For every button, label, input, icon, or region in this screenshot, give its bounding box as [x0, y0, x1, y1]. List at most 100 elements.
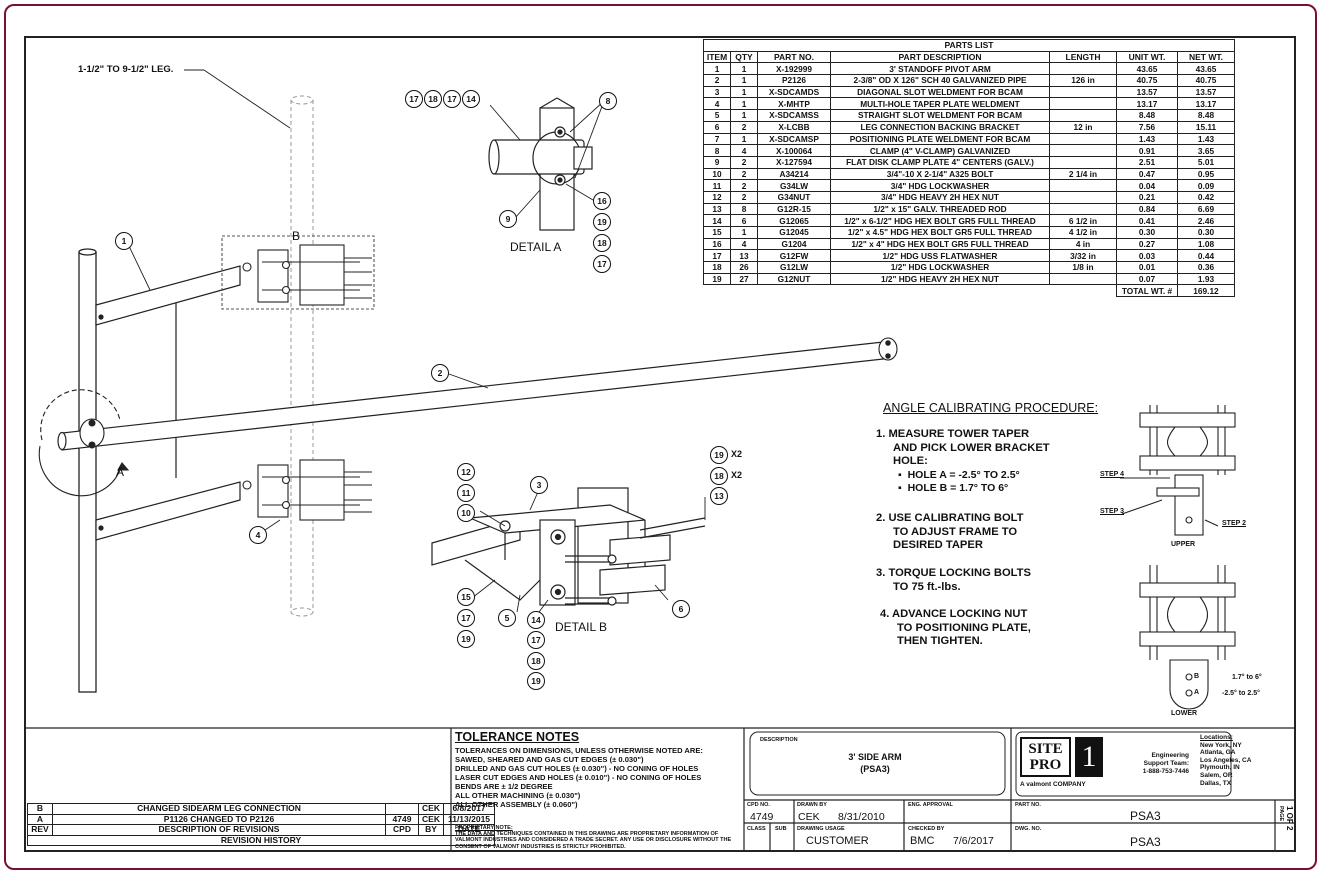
- side-a-label: A: [1194, 689, 1200, 696]
- parts-cell: G34NUT: [757, 190, 831, 204]
- tower-leg: [78, 248, 97, 693]
- sitepro-logo: SITE PRO: [1020, 737, 1071, 777]
- leg-note: 1-1/2" TO 9-1/2" LEG.: [78, 64, 174, 75]
- parts-cell: 0.42: [1177, 190, 1235, 204]
- balloon-3: 3: [530, 476, 548, 494]
- drawing-usage-label: DRAWING USAGE: [797, 826, 845, 832]
- parts-list-table: PARTS LIST ITEM QTY PART NO. PART DESCRI…: [703, 39, 1235, 298]
- parts-cell: 0.84: [1116, 202, 1178, 216]
- balloon-8: 8: [599, 92, 617, 110]
- revision-cell: 6/8/2017: [443, 803, 495, 815]
- drawn-by-label: DRAWN BY: [797, 802, 827, 808]
- revision-cell: CHANGED SIDEARM LEG CONNECTION: [52, 803, 386, 815]
- side-view-upper: [1120, 405, 1236, 536]
- balloon-19: 19: [527, 672, 545, 690]
- step2-label: STEP 2: [1222, 520, 1246, 527]
- parts-cell: 1.08: [1177, 237, 1235, 251]
- total-weight-label: TOTAL WT. #: [1116, 284, 1178, 298]
- upper-arm: [95, 265, 241, 326]
- revision-cell: CEK: [418, 813, 444, 825]
- step2-line2: TO ADJUST FRAME TO: [893, 525, 1018, 538]
- upper-label: UPPER: [1171, 541, 1196, 548]
- step1-line2: AND PICK LOWER BRACKET: [893, 441, 1050, 454]
- parts-cell: 1/2" x 15" GALV. THREADED ROD: [830, 202, 1050, 216]
- balloon-12: 12: [457, 463, 475, 481]
- upper-bracket: [221, 235, 375, 310]
- step4-line3: THEN TIGHTEN.: [897, 635, 983, 647]
- parts-cell: X-SDCAMSP: [757, 132, 831, 146]
- balloon-14: 14: [527, 611, 545, 629]
- lower-arm: [95, 481, 241, 541]
- tolerance-line-6: ALL OTHER MACHINING (± 0.030"): [455, 791, 581, 800]
- eng-line-2: Support Team:: [1143, 760, 1189, 767]
- location-4: Plymouth, IN: [1200, 764, 1240, 772]
- location-3: Los Angeles, CA: [1200, 756, 1252, 764]
- parts-cell: 1.43: [1177, 132, 1235, 146]
- col-length: LENGTH: [1049, 50, 1117, 64]
- description-label: DESCRIPTION: [760, 737, 798, 743]
- lower-bracket: [242, 459, 372, 521]
- parts-cell: 12: [703, 190, 731, 204]
- parts-cell: G1204: [757, 237, 831, 251]
- parts-list-title: PARTS LIST: [703, 39, 1235, 52]
- locations-list: Locations: New York, NY Atlanta, GA Los …: [1200, 734, 1251, 787]
- balloon-17: 17: [457, 609, 475, 627]
- parts-cell: G12R-15: [757, 202, 831, 216]
- tolerance-title: TOLERANCE NOTES: [455, 730, 580, 744]
- step3-line1: 3. TORQUE LOCKING BOLTS: [876, 567, 1031, 579]
- procedure-step-3: 3. TORQUE LOCKING BOLTS TO 75 ft.-lbs.: [876, 567, 1031, 594]
- parts-cell: FLAT DISK CLAMP PLATE 4" CENTERS (GALV.): [830, 155, 1050, 169]
- rev-col-rev: REV: [27, 824, 53, 836]
- parts-cell: 0.41: [1116, 214, 1178, 227]
- parts-cell: 14: [703, 214, 731, 227]
- parts-cell: 6.69: [1177, 202, 1235, 216]
- description-line-1: 3' SIDE ARM: [848, 752, 902, 762]
- balloon-17: 17: [527, 631, 545, 649]
- tolerance-line-3: DRILLED AND GAS CUT HOLES (± 0.030") - N…: [455, 764, 699, 773]
- balloon-17: 17: [443, 90, 461, 108]
- balloon-19: 19: [457, 630, 475, 648]
- step1-line3: HOLE:: [893, 455, 928, 467]
- location-2: Atlanta, GA: [1200, 749, 1236, 757]
- balloon-17: 17: [593, 255, 611, 273]
- parts-cell: 0.27: [1116, 237, 1178, 251]
- location-5: Salem, OR: [1200, 771, 1233, 779]
- drawn-date: 8/31/2010: [838, 811, 885, 823]
- engineering-contact: Engineering Support Team: 1-888-753-7446: [1124, 752, 1189, 776]
- rev-col-date: DATE: [443, 824, 495, 836]
- parts-cell: 1/2" x 4.5" HDG HEX BOLT GR5 FULL THREAD: [830, 226, 1050, 239]
- description-line-2: (PSA3): [860, 764, 890, 774]
- part-no-value: PSA3: [1130, 809, 1161, 823]
- parts-cell: 0.91: [1116, 144, 1178, 157]
- parts-cell: 0.30: [1177, 226, 1235, 239]
- revision-cell: B: [27, 803, 53, 815]
- parts-cell: 3/4"-10 X 2-1/4" A325 BOLT: [830, 167, 1050, 181]
- balloon-17: 17: [405, 90, 423, 108]
- parts-cell: 3/4" HDG LOCKWASHER: [830, 179, 1050, 192]
- parts-cell: 5.01: [1177, 155, 1235, 169]
- balloon-1: 1: [115, 232, 133, 250]
- revision-cell: P1126 CHANGED TO P2126: [52, 813, 386, 825]
- step1-hole-b: ▪ HOLE B = 1.7° TO 6°: [898, 482, 1009, 494]
- logo-line-2: PRO: [1029, 757, 1062, 773]
- balloon-10: 10: [457, 504, 475, 522]
- location-1: New York, NY: [1200, 741, 1242, 749]
- balloon-9: 9: [499, 210, 517, 228]
- hole-b-degrees: 1.7° to 6°: [1232, 674, 1262, 681]
- side-b-label: B: [1194, 673, 1200, 680]
- parts-cell: POSITIONING PLATE WELDMENT FOR BCAM: [830, 132, 1050, 146]
- logo-number: 1: [1075, 737, 1103, 777]
- procedure-title: ANGLE CALIBRATING PROCEDURE:: [883, 401, 1099, 415]
